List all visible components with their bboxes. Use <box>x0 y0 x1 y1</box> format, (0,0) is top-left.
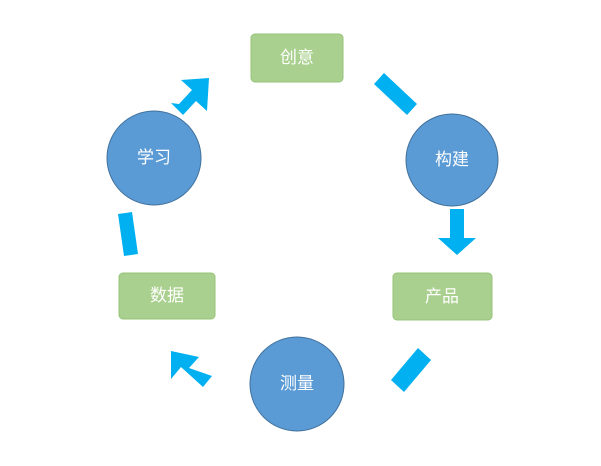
node-measure: 测量 <box>249 336 345 432</box>
node-build-label: 构建 <box>435 150 469 170</box>
connector-data-to-learn <box>118 212 138 256</box>
node-build-circle <box>405 113 499 207</box>
node-data-label: 数据 <box>150 286 184 306</box>
node-build: 构建 <box>405 113 499 207</box>
node-learn-label: 学习 <box>137 148 171 168</box>
node-product-label: 产品 <box>425 287 459 307</box>
node-data-box <box>118 272 216 320</box>
connector-product-to-measure <box>391 348 431 392</box>
node-idea-label: 创意 <box>280 48 314 68</box>
node-data: 数据 <box>118 272 216 320</box>
node-learn-circle <box>106 110 202 206</box>
node-measure-circle <box>249 336 345 432</box>
connector-idea-to-build <box>374 73 417 115</box>
node-product: 产品 <box>392 272 493 321</box>
node-idea-box <box>250 33 344 83</box>
node-measure-label: 测量 <box>280 374 314 394</box>
arrow-build-to-product-icon <box>438 209 476 255</box>
node-learn: 学习 <box>106 110 202 206</box>
node-idea: 创意 <box>250 33 344 83</box>
arrow-measure-to-data-icon <box>171 351 212 387</box>
arrow-learn-to-idea-icon <box>171 78 209 115</box>
node-product-box <box>392 272 493 321</box>
